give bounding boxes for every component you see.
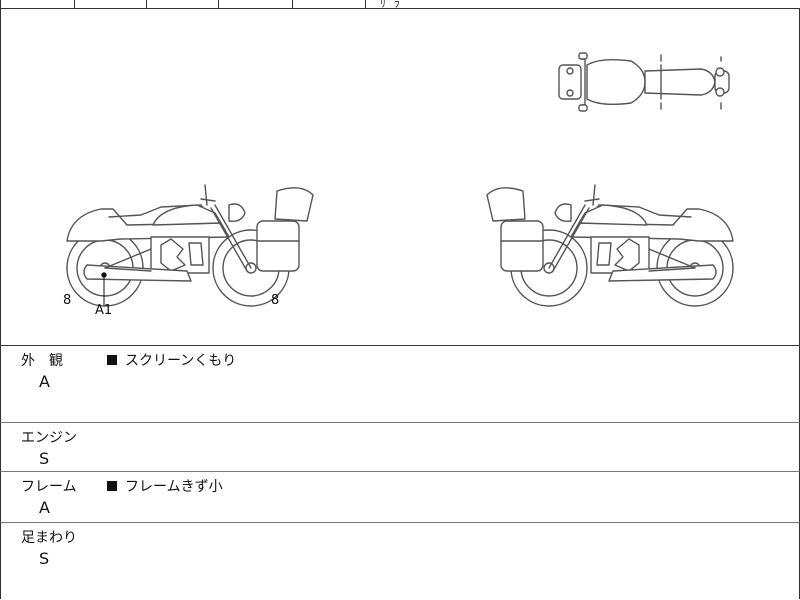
left-side-motorcycle [66, 184, 314, 307]
bullet-square-icon [107, 481, 117, 491]
section-title: フレーム [21, 479, 77, 495]
table-cell [0, 0, 1, 8]
section-grade: A [39, 372, 50, 391]
damage-rank-label: 8 [63, 293, 72, 308]
top-fragment-text: ﾘ ﾗ [380, 0, 402, 10]
section-grade: S [39, 449, 50, 468]
bullet-square-icon [107, 355, 117, 365]
motorcycle-diagram-svg [66, 52, 734, 307]
top-view-motorcycle [558, 52, 730, 112]
top-table-strip: ﾘ ﾗ [0, 0, 800, 10]
table-cell [218, 0, 219, 8]
table-cell [74, 0, 75, 8]
right-side-motorcycle [486, 184, 734, 307]
table-cell [292, 0, 293, 8]
section-exterior: 外 観 A スクリーンくもり [0, 346, 800, 423]
table-cell [365, 0, 366, 8]
section-grade: A [39, 498, 50, 517]
section-note: スクリーンくもり [107, 350, 236, 370]
section-title: 外 観 [21, 353, 63, 369]
damage-rank-label: 8 [271, 293, 280, 308]
motorcycle-diagram: 8 8 A1 [0, 9, 800, 346]
section-frame: フレーム A フレームきず小 [0, 472, 800, 523]
section-note: フレームきず小 [107, 476, 223, 496]
section-grade: S [39, 549, 50, 568]
section-title: エンジン [21, 430, 77, 446]
section-note-text: フレームきず小 [125, 479, 223, 495]
section-engine: エンジン S [0, 423, 800, 472]
damage-code-label: A1 [95, 303, 113, 318]
section-suspension: 足まわり S [0, 523, 800, 599]
section-note-text: スクリーンくもり [125, 353, 237, 369]
section-title: 足まわり [21, 530, 77, 546]
table-cell [146, 0, 147, 8]
